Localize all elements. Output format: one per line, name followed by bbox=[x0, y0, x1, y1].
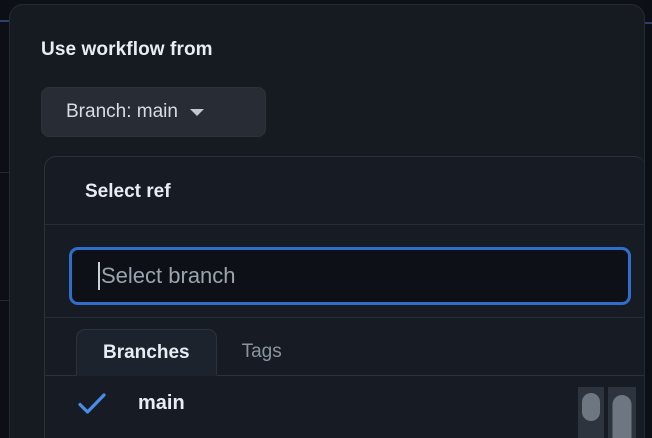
tab-branches[interactable]: Branches bbox=[76, 329, 217, 376]
page-divider-lower bbox=[0, 300, 9, 301]
tab-tags-label: Tags bbox=[241, 340, 282, 362]
page-scrollbar-thumb[interactable] bbox=[612, 395, 632, 438]
page-left-gutter bbox=[0, 0, 9, 438]
ref-search-input[interactable]: Select branch bbox=[69, 247, 631, 305]
select-ref-title: Select ref bbox=[85, 181, 171, 202]
tab-tags[interactable]: Tags bbox=[217, 328, 307, 375]
list-item[interactable]: main bbox=[45, 376, 644, 431]
check-icon bbox=[77, 392, 111, 416]
text-caret bbox=[98, 262, 100, 290]
ref-tablist: Branches Tags bbox=[45, 319, 644, 376]
ref-list-scrollbar-thumb[interactable] bbox=[582, 393, 600, 421]
ref-list-scrollbar[interactable] bbox=[578, 387, 604, 438]
chevron-down-icon bbox=[189, 108, 204, 116]
list-item-label: main bbox=[138, 392, 185, 414]
page-right-gutter bbox=[645, 0, 652, 438]
ref-search-placeholder: Select branch bbox=[101, 263, 236, 288]
ref-list: main bbox=[45, 376, 644, 438]
branch-selector-label: Branch: main bbox=[66, 101, 178, 122]
tab-branches-label: Branches bbox=[103, 341, 190, 363]
branch-selector-button[interactable]: Branch: main bbox=[41, 87, 266, 137]
page-divider-upper bbox=[0, 172, 9, 173]
run-workflow-dialog: Use workflow from Branch: main Select re… bbox=[9, 4, 645, 438]
select-ref-popover: Select ref Select branch Branches Tags bbox=[44, 156, 644, 438]
select-ref-header: Select ref bbox=[45, 157, 644, 225]
page-accent-rule bbox=[0, 20, 9, 22]
select-ref-search-section bbox=[45, 225, 644, 318]
dialog-title: Use workflow from bbox=[41, 39, 213, 60]
page-accent-rule-right bbox=[645, 22, 652, 24]
page-scrollbar[interactable] bbox=[608, 387, 636, 438]
